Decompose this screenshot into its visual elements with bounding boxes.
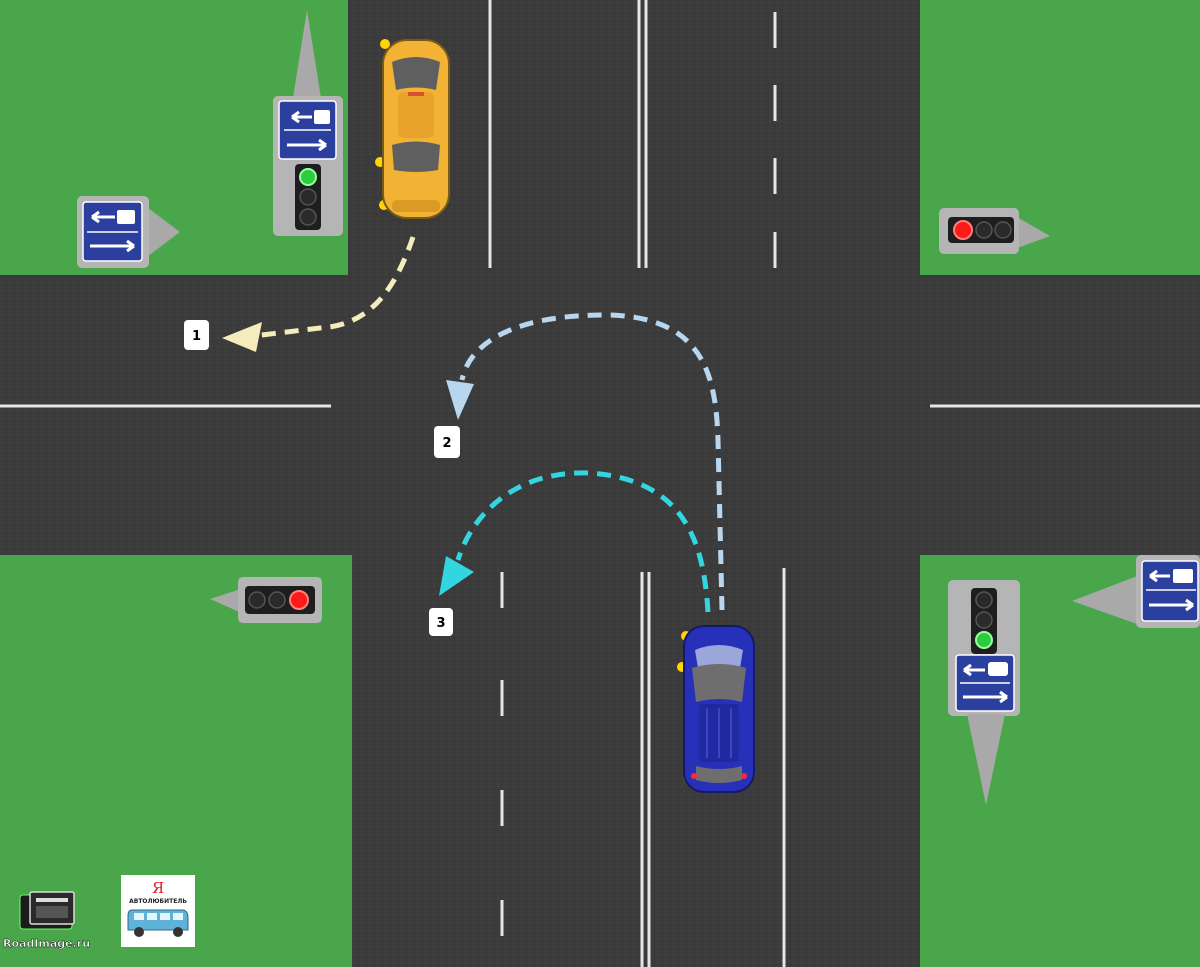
route-label-2: 2: [434, 426, 460, 458]
roadimage-logo: RoadImage.ru: [3, 891, 90, 950]
route-path-3: [439, 470, 711, 613]
se-signal-post: [948, 580, 1020, 805]
svg-text:АВТОЛЮБИТЕЛЬ: АВТОЛЮБИТЕЛЬ: [129, 898, 187, 905]
svg-text:RoadImage.ru: RoadImage.ru: [3, 937, 90, 950]
avtolyubitel-logo: Я АВТОЛЮБИТЕЛЬ: [121, 875, 195, 947]
route-label-1: 1: [184, 320, 209, 350]
svg-text:1: 1: [192, 329, 201, 344]
nw-signal-post: [273, 10, 343, 236]
lane-sign-west-post: [77, 196, 180, 268]
traffic-light-sw: [210, 577, 322, 623]
route-path-2: [446, 312, 725, 611]
traffic-light-nw: [295, 164, 321, 230]
traffic-light-se: [971, 588, 997, 654]
svg-text:3: 3: [436, 616, 445, 631]
traffic-light-ne: [939, 208, 1050, 254]
svg-text:Я: Я: [152, 879, 164, 897]
lane-sign-se: [955, 654, 1015, 712]
taxi-car-icon: [375, 39, 450, 219]
route-label-3: 3: [429, 608, 453, 636]
route-path-1: [222, 236, 416, 352]
lane-sign-nw: [278, 100, 337, 160]
lane-sign-east-post: [1072, 555, 1200, 628]
svg-text:2: 2: [442, 436, 451, 451]
suv-car-icon: [677, 625, 755, 793]
